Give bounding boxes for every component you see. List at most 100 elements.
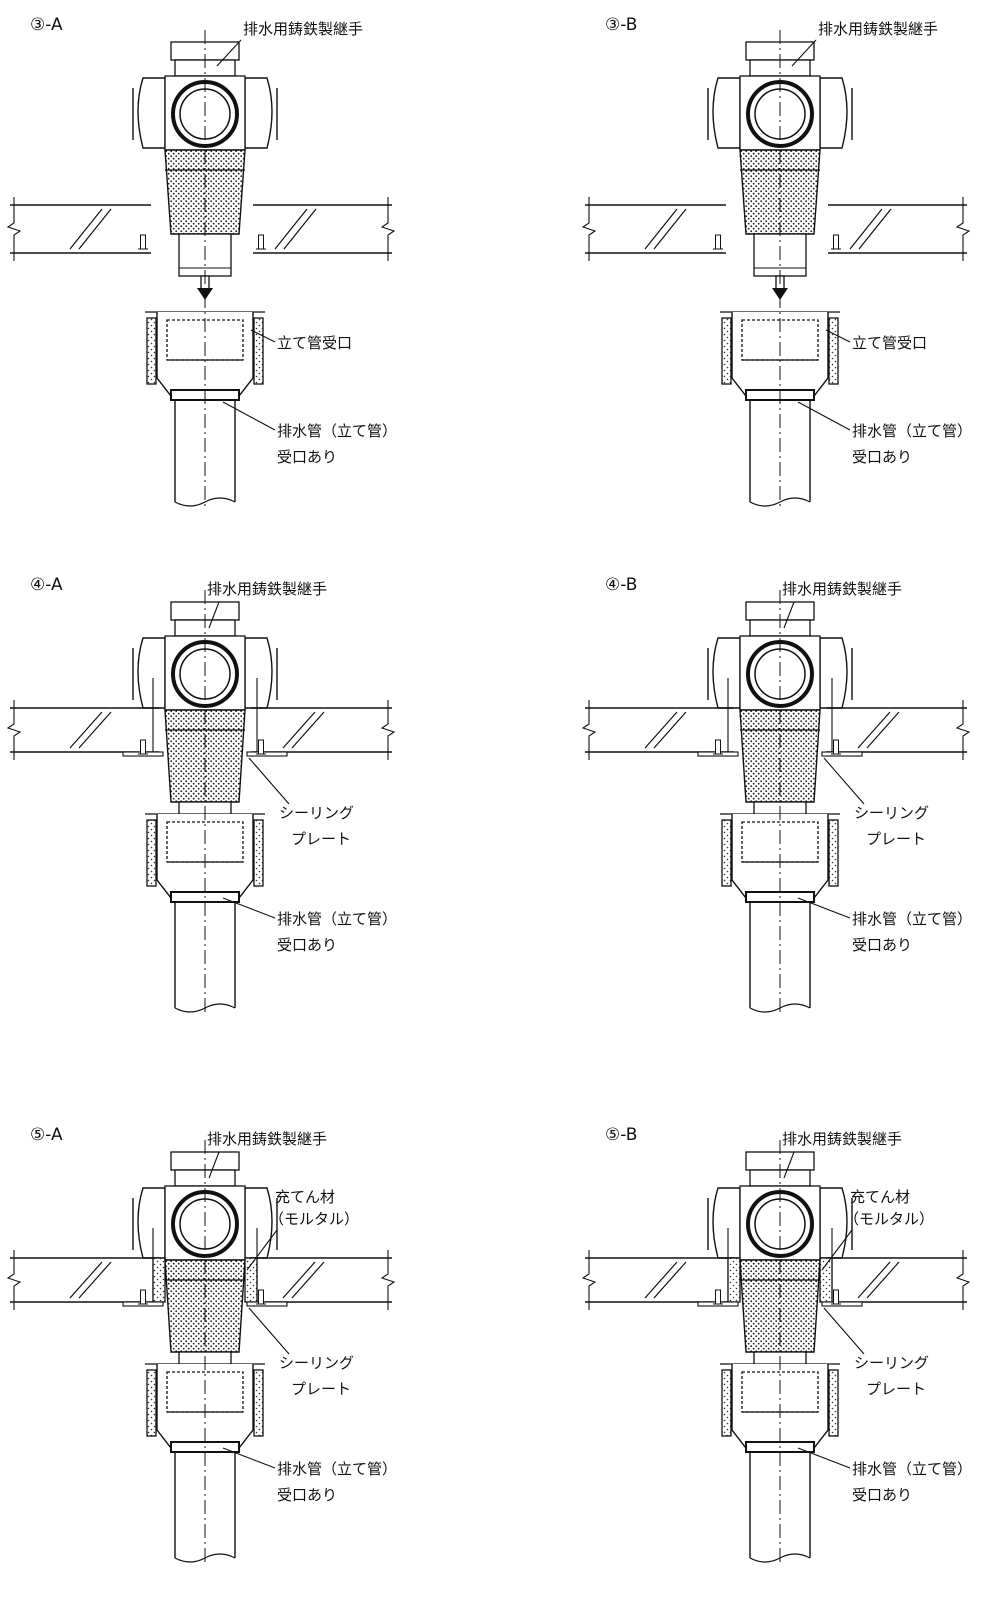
- label-pipe-2: 受口あり: [852, 448, 912, 466]
- hatch-line: [866, 1261, 900, 1299]
- label-pipe-1: 排水管（立て管）: [277, 910, 397, 928]
- leader-line: [246, 1229, 278, 1271]
- anchor-bolt: [256, 1289, 266, 1305]
- label-riser-socket: 立て管受口: [852, 334, 927, 352]
- break-symbol: [6, 700, 22, 760]
- sealing-plate-right: [246, 1301, 288, 1307]
- hatch-line: [69, 1261, 103, 1299]
- leader-line: [783, 1151, 795, 1179]
- anchor-bolt: [138, 1289, 148, 1305]
- reducer-dotted: [164, 1259, 246, 1353]
- reducer-dotted: [164, 709, 246, 803]
- clamp-right: [253, 317, 264, 385]
- clamp-left: [146, 1369, 157, 1437]
- label-pipe-2: 受口あり: [852, 1486, 912, 1504]
- break-symbol: [380, 700, 396, 760]
- clamp-left: [146, 819, 157, 887]
- label-sealing-1: シーリング: [854, 804, 929, 822]
- hatch-line: [283, 208, 317, 250]
- label-pipe-1: 排水管（立て管）: [852, 910, 972, 928]
- floor-slab-right: [253, 197, 396, 261]
- floor-slab-left: [6, 197, 151, 261]
- anchor-bolt: [713, 234, 723, 250]
- anchor-bolt: [831, 1289, 841, 1305]
- label-joint: 排水用鋳鉄製継手: [782, 1130, 902, 1148]
- clamp-left: [146, 317, 157, 385]
- clamp-right: [253, 1369, 264, 1437]
- label-sealing-2: プレート: [866, 1380, 926, 1398]
- panel-title: ③-A: [30, 15, 63, 35]
- break-symbol: [6, 1250, 22, 1310]
- floor-slab-left: [581, 1250, 734, 1310]
- floor-slab-right: [826, 700, 971, 760]
- joint-left-branch: [137, 637, 166, 709]
- leader-line: [797, 1447, 851, 1469]
- leader-line: [248, 1307, 290, 1355]
- label-pipe-1: 排水管（立て管）: [852, 1460, 972, 1478]
- panel-title: ③-B: [605, 15, 637, 35]
- floor-slab-left: [581, 197, 726, 261]
- pipe-break: [174, 497, 236, 507]
- hatch-line: [69, 208, 103, 250]
- panel-title: ⑤-B: [605, 1125, 637, 1145]
- leader-line: [825, 329, 851, 343]
- break-symbol: [6, 197, 22, 261]
- floor-slab-left: [581, 700, 734, 760]
- floor-slab-right: [251, 1250, 396, 1310]
- hatch-line: [274, 208, 308, 250]
- clamp-left: [721, 317, 732, 385]
- joint-right-branch: [819, 77, 848, 149]
- break-symbol: [581, 700, 597, 760]
- anchor-bolt: [713, 739, 723, 755]
- clamp-right: [828, 1369, 839, 1437]
- hatch-line: [78, 208, 112, 250]
- leader-line: [823, 1307, 865, 1355]
- leader-line: [222, 897, 276, 919]
- joint-left-branch: [137, 1187, 166, 1259]
- joint-right-branch: [244, 1187, 273, 1259]
- joint-right-branch: [819, 1187, 848, 1259]
- panel-title: ⑤-A: [30, 1125, 63, 1145]
- joint-reducer: [739, 709, 821, 803]
- label-filler-2: （モルタル）: [844, 1210, 934, 1228]
- joint-left-branch: [712, 1187, 741, 1259]
- label-joint: 排水用鋳鉄製継手: [243, 20, 363, 38]
- leader-line: [208, 1151, 220, 1179]
- floor-slab-left: [6, 1250, 159, 1310]
- clamp-right: [828, 317, 839, 385]
- clamp-right: [253, 819, 264, 887]
- sealing-plate-right: [821, 1301, 863, 1307]
- break-symbol: [955, 197, 971, 261]
- pipe-break: [749, 497, 811, 507]
- label-pipe-2: 受口あり: [277, 936, 337, 954]
- label-pipe-1: 排水管（立て管）: [277, 422, 397, 440]
- hatch-line: [282, 1261, 316, 1299]
- label-sealing-2: プレート: [866, 830, 926, 848]
- floor-slab-right: [251, 700, 396, 760]
- anchor-bolt: [138, 234, 148, 250]
- floor-slab-right: [828, 197, 971, 261]
- leader-line: [216, 39, 242, 67]
- cast-iron-joint: [707, 41, 853, 151]
- anchor-bolt: [831, 739, 841, 755]
- label-joint: 排水用鋳鉄製継手: [818, 20, 938, 38]
- label-joint: 排水用鋳鉄製継手: [207, 1130, 327, 1148]
- label-pipe-2: 受口あり: [852, 936, 912, 954]
- drain-pipe: [174, 400, 236, 507]
- label-pipe-1: 排水管（立て管）: [852, 422, 972, 440]
- joint-left-branch: [712, 637, 741, 709]
- break-symbol: [581, 1250, 597, 1310]
- hatch-line: [69, 711, 103, 749]
- joint-right-branch: [244, 77, 273, 149]
- break-symbol: [955, 700, 971, 760]
- break-symbol: [581, 197, 597, 261]
- leader-line: [208, 601, 220, 629]
- leader-line: [222, 1447, 276, 1469]
- hatch-line: [857, 711, 891, 749]
- sealing-plate-right: [821, 751, 863, 757]
- floor-slab-left: [6, 700, 159, 760]
- anchor-bolt: [831, 234, 841, 250]
